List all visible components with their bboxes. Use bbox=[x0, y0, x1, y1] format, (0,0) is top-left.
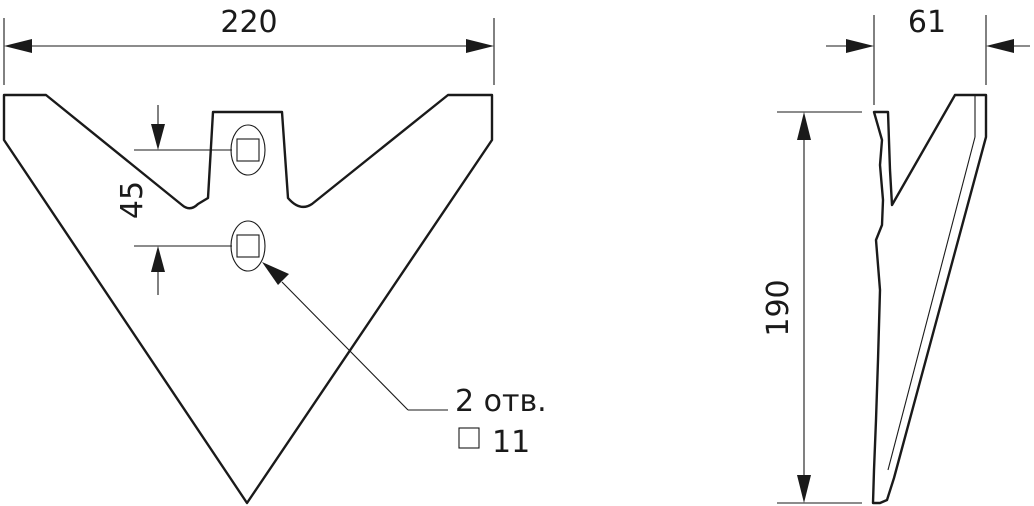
hole-spacing-dimension: 45 bbox=[115, 105, 232, 295]
front-view: 220 45 2 отв. 11 bbox=[2, 5, 547, 505]
width-label: 220 bbox=[220, 5, 277, 40]
side-profile bbox=[871, 93, 988, 505]
hole-count-label: 2 отв. bbox=[455, 384, 547, 419]
lower-hole bbox=[230, 220, 266, 272]
upper-hole bbox=[230, 124, 266, 176]
width-dimension: 220 bbox=[3, 5, 495, 85]
hole-size-label: 11 bbox=[492, 425, 530, 460]
side-view: 61 190 bbox=[761, 5, 1030, 505]
height-dimension: 190 bbox=[761, 111, 862, 504]
side-width-label: 61 bbox=[908, 5, 946, 40]
hole-note: 2 отв. 11 bbox=[455, 384, 547, 460]
blade-outline bbox=[2, 93, 494, 505]
side-width-dimension: 61 bbox=[826, 5, 1030, 105]
square-symbol bbox=[458, 427, 480, 449]
hole-spacing-label: 45 bbox=[115, 181, 150, 219]
hole-leader bbox=[262, 262, 448, 411]
height-label: 190 bbox=[761, 279, 796, 336]
